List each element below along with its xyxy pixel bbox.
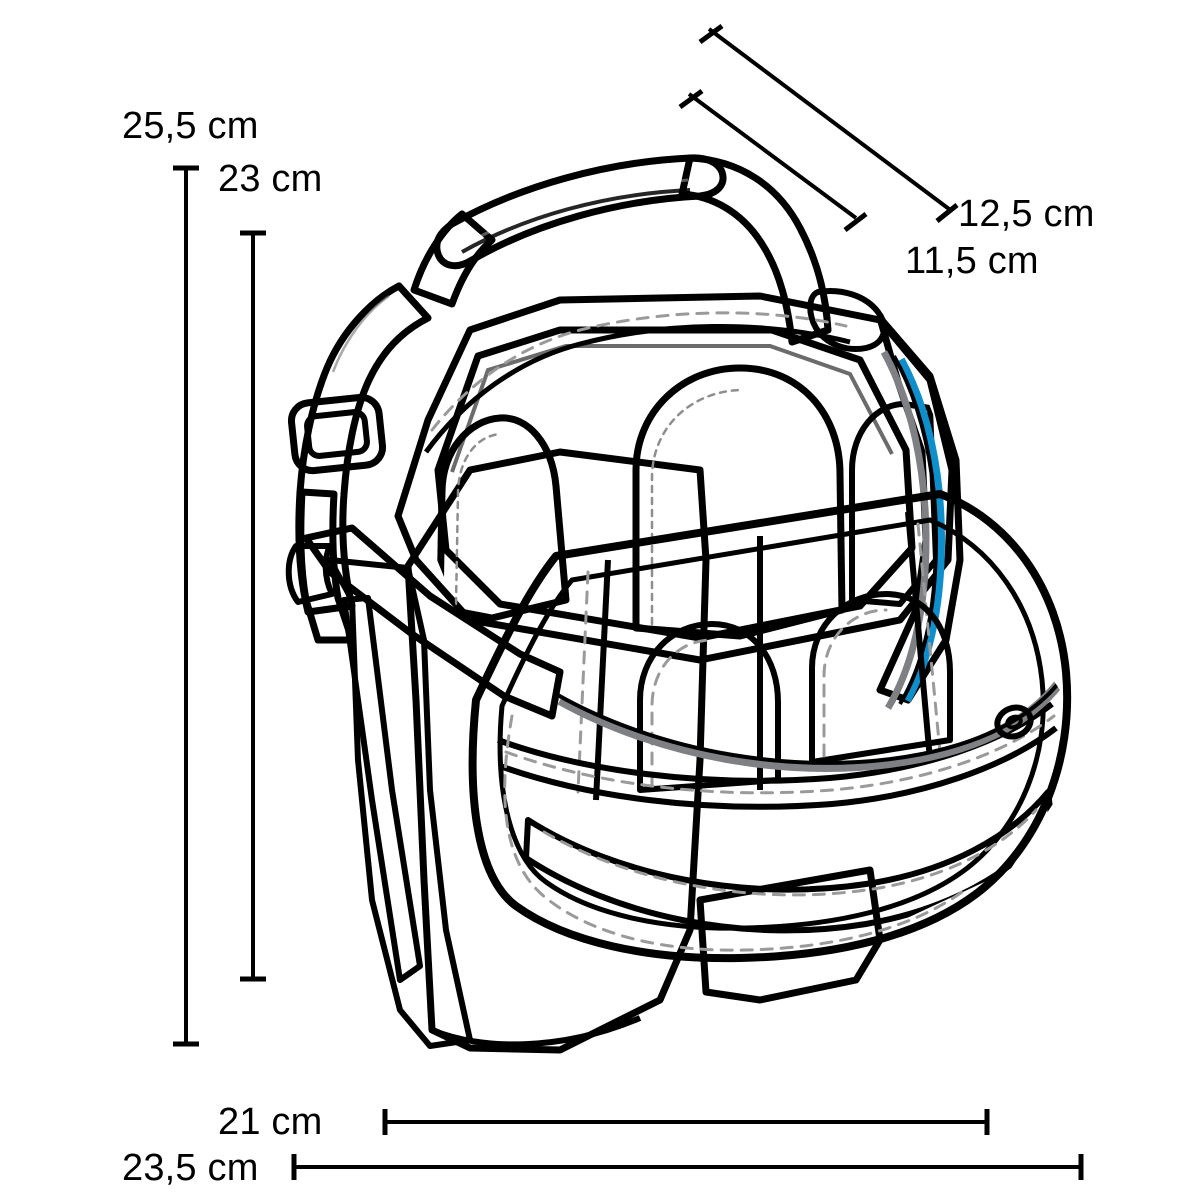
strap-slider-buckle [287, 393, 387, 475]
dimension-label-depth-outer: 12,5 cm [958, 193, 1095, 235]
zipper-pull [994, 704, 1034, 740]
handle-anchor-right [807, 288, 888, 352]
dimension-cap-end-depth-inner [843, 212, 868, 232]
front-flap [468, 490, 1072, 963]
front-strap-band [302, 524, 564, 720]
dimension-depth-inner: 11,5 cm [678, 88, 1039, 282]
dimension-width-inner: 21 cm [218, 1101, 990, 1143]
bag-bottom-edge [430, 1015, 642, 1048]
dimension-height-inner: 23 cm [218, 158, 322, 982]
dimension-line-depth-outer [707, 27, 951, 211]
dimension-cap-start-depth-inner [678, 88, 704, 110]
front-panel-blue-right [696, 866, 884, 1004]
dimension-label-height-inner: 23 cm [218, 158, 322, 200]
dimension-width-outer: 23,5 cm [122, 1147, 1084, 1189]
dimension-height-outer: 25,5 cm [122, 105, 259, 1047]
flap-edge-stitching [503, 714, 964, 952]
dimension-cap-start-depth-outer [698, 23, 724, 45]
side-tab [285, 543, 335, 605]
dimension-depth-outer: 12,5 cm [698, 23, 1095, 235]
dimension-label-width-inner: 21 cm [218, 1101, 322, 1143]
camera-bag-illustration [285, 154, 1072, 1054]
front-panel-blue [404, 448, 710, 1054]
dimension-label-depth-inner: 11,5 cm [905, 240, 1039, 282]
rim-stitching [430, 311, 848, 432]
side-panel-black [327, 557, 473, 1049]
dimension-label-height-outer: 25,5 cm [122, 105, 259, 147]
interior-dividers [436, 364, 939, 640]
rim-edge [423, 323, 851, 454]
bag-back-panel [394, 292, 956, 664]
dimension-line-depth-inner [687, 92, 858, 220]
dimension-label-width-outer: 23,5 cm [122, 1147, 259, 1189]
dimension-cap-end-depth-outer [935, 203, 959, 223]
